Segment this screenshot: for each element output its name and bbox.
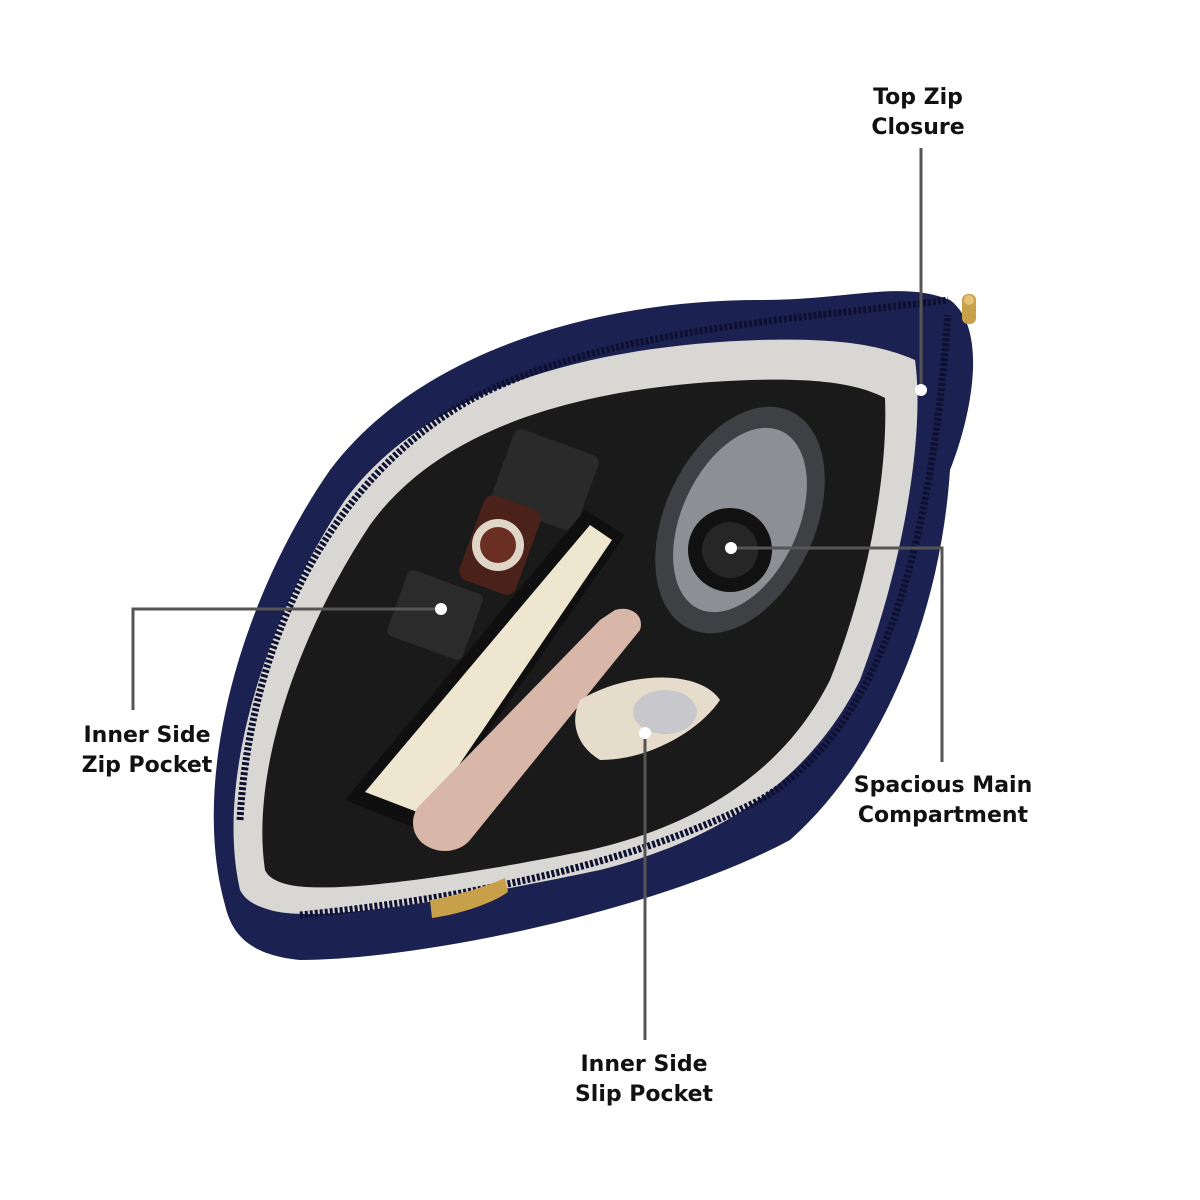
compact-mirror [655, 406, 825, 634]
callout-label-inner-side-zip-pocket: Inner Side Zip Pocket [72, 721, 222, 781]
notebook [345, 510, 625, 830]
callout-dot-slip-pocket [639, 727, 651, 739]
callout-dot-top-zip [915, 384, 927, 396]
callout-lines [131, 148, 944, 1040]
callout-label-line: Inner Side [580, 1052, 708, 1077]
callout-label-line: Zip Pocket [81, 753, 213, 778]
callout-label-line: Spacious Main [853, 773, 1033, 798]
cosmetic-block [387, 570, 483, 660]
gold-hardware [430, 878, 508, 918]
callout-line-main [733, 546, 944, 762]
callout-dot-main [725, 542, 737, 554]
callout-dot-zip-pocket [435, 603, 447, 615]
zipper-track-upper [236, 296, 949, 821]
callout-label-top-zip-closure: Top Zip Closure [858, 83, 978, 143]
zipper-track-lower [299, 314, 952, 919]
smartphone [413, 608, 641, 852]
callout-label-line: Slip Pocket [574, 1082, 714, 1107]
slip-pocket-items [575, 677, 720, 760]
callout-label-inner-side-slip-pocket: Inner Side Slip Pocket [568, 1050, 720, 1110]
zipper-pull-icon [962, 294, 976, 324]
lipstick-case [459, 429, 599, 595]
callout-label-line: Inner Side [83, 723, 211, 748]
callout-label-line: Top Zip [873, 85, 963, 110]
callout-label-line: Closure [871, 115, 965, 140]
callout-line-zip-pocket [131, 607, 440, 710]
callout-label-spacious-main-compartment: Spacious Main Compartment [848, 771, 1038, 831]
callout-label-line: Compartment [857, 803, 1029, 828]
handbag [213, 291, 976, 961]
